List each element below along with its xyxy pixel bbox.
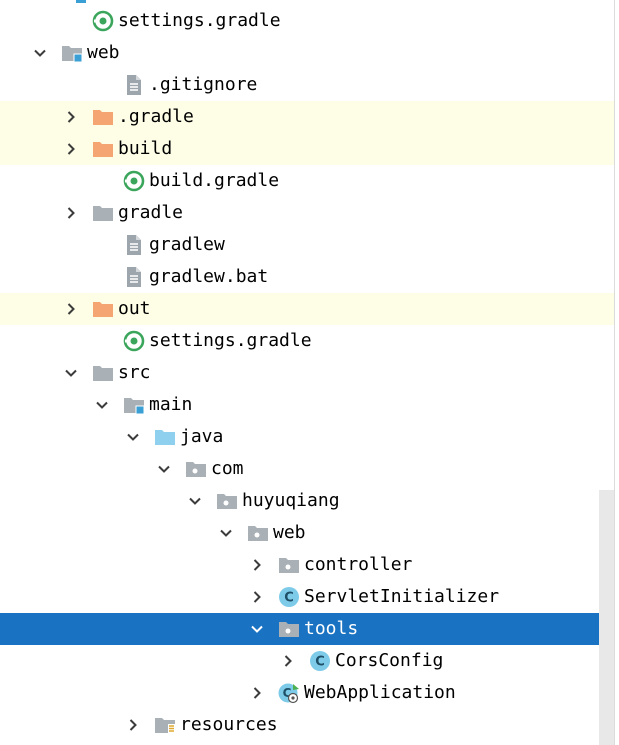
tree-row-tools[interactable]: tools <box>0 613 614 645</box>
module-marker <box>76 0 86 3</box>
tree-row-corsconfig[interactable]: C CorsConfig <box>0 645 614 677</box>
text-file-icon <box>123 234 145 256</box>
class-icon: C <box>309 650 331 672</box>
tree-row-gradlew-bat[interactable]: gradlew.bat <box>0 261 614 293</box>
package-icon <box>278 554 300 576</box>
tree-item-label: com <box>211 458 244 479</box>
tree-row-web[interactable]: web <box>0 37 614 69</box>
chevron-spacer <box>93 236 111 254</box>
excluded-folder-icon <box>92 298 114 320</box>
tree-row-webapplication[interactable]: C WebApplication <box>0 677 614 709</box>
folder-icon <box>92 202 114 224</box>
chevron-right-icon[interactable] <box>248 588 266 606</box>
gradle-icon <box>123 170 145 192</box>
tree-item-label: settings.gradle <box>118 10 281 31</box>
chevron-right-icon[interactable] <box>62 140 80 158</box>
tree-row-gradlew[interactable]: gradlew <box>0 229 614 261</box>
tree-item-label: ServletInitializer <box>304 586 500 607</box>
tree-item-label: tools <box>304 618 359 639</box>
tree-item-label: controller <box>304 554 413 575</box>
chevron-down-icon[interactable] <box>62 364 80 382</box>
gradle-icon <box>92 10 114 32</box>
chevron-spacer <box>93 332 111 350</box>
tree-row-build[interactable]: build <box>0 133 614 165</box>
chevron-down-icon[interactable] <box>155 460 173 478</box>
tree-item-label: settings.gradle <box>149 330 312 351</box>
chevron-right-icon[interactable] <box>279 652 297 670</box>
tree-item-label: main <box>149 394 193 415</box>
tree-item-label: web <box>273 522 306 543</box>
chevron-spacer <box>62 12 80 30</box>
tree-item-label: src <box>118 362 151 383</box>
chevron-spacer <box>93 172 111 190</box>
svg-text:C: C <box>283 686 292 700</box>
chevron-spacer <box>93 76 111 94</box>
package-icon <box>185 458 207 480</box>
chevron-right-icon[interactable] <box>62 108 80 126</box>
tree-item-label: java <box>180 426 224 447</box>
excluded-folder-icon <box>92 138 114 160</box>
tree-row-settings-gradle[interactable]: settings.gradle <box>0 5 614 37</box>
package-icon <box>278 618 300 640</box>
module-folder-icon <box>123 394 145 416</box>
chevron-down-icon[interactable] <box>124 428 142 446</box>
tree-item-label: resources <box>180 714 278 735</box>
vertical-scrollbar[interactable] <box>599 490 614 745</box>
svg-text:C: C <box>284 591 294 606</box>
tree-item-label: build.gradle <box>149 170 280 191</box>
tree-row-controller[interactable]: controller <box>0 549 614 581</box>
tree-row-gradle[interactable]: gradle <box>0 197 614 229</box>
tree-row-web[interactable]: web <box>0 517 614 549</box>
chevron-down-icon[interactable] <box>186 492 204 510</box>
panel-border <box>614 0 615 745</box>
tree-item-label: gradlew.bat <box>149 266 269 287</box>
tree-item-label: .gradle <box>118 106 194 127</box>
tree-item-label: out <box>118 298 151 319</box>
tree-row-out[interactable]: out <box>0 293 614 325</box>
resources-folder-icon <box>154 714 176 736</box>
tree-item-label: gradle <box>118 202 184 223</box>
tree-row-servletinitializer[interactable]: C ServletInitializer <box>0 581 614 613</box>
spring-class-icon: C <box>278 682 300 704</box>
chevron-right-icon[interactable] <box>248 556 266 574</box>
package-icon <box>247 522 269 544</box>
tree-row-com[interactable]: com <box>0 453 614 485</box>
tree-item-label: web <box>87 42 120 63</box>
tree-row-main[interactable]: main <box>0 389 614 421</box>
package-icon <box>216 490 238 512</box>
chevron-right-icon[interactable] <box>62 204 80 222</box>
tree-row-src[interactable]: src <box>0 357 614 389</box>
class-icon: C <box>278 586 300 608</box>
text-file-icon <box>123 266 145 288</box>
tree-row-gitignore[interactable]: .gitignore <box>0 69 614 101</box>
chevron-right-icon[interactable] <box>248 684 266 702</box>
tree-item-label: build <box>118 138 173 159</box>
tree-item-label: .gitignore <box>149 74 258 95</box>
chevron-right-icon[interactable] <box>62 300 80 318</box>
module-folder-icon <box>61 42 83 64</box>
tree-item-label: huyuqiang <box>242 490 340 511</box>
tree-item-label: WebApplication <box>304 682 456 703</box>
chevron-spacer <box>93 268 111 286</box>
text-file-icon <box>123 74 145 96</box>
svg-text:C: C <box>315 655 325 670</box>
tree-item-label: CorsConfig <box>335 650 444 671</box>
tree-row-huyuqiang[interactable]: huyuqiang <box>0 485 614 517</box>
tree-row-settings-gradle[interactable]: settings.gradle <box>0 325 614 357</box>
chevron-down-icon[interactable] <box>217 524 235 542</box>
chevron-down-icon[interactable] <box>248 620 266 638</box>
chevron-down-icon[interactable] <box>31 44 49 62</box>
tree-row-gradle[interactable]: .gradle <box>0 101 614 133</box>
excluded-folder-icon <box>92 106 114 128</box>
tree-item-label: gradlew <box>149 234 225 255</box>
source-folder-icon <box>154 426 176 448</box>
chevron-down-icon[interactable] <box>93 396 111 414</box>
gradle-icon <box>123 330 145 352</box>
tree-row-build-gradle[interactable]: build.gradle <box>0 165 614 197</box>
tree-row-java[interactable]: java <box>0 421 614 453</box>
tree-row-resources[interactable]: resources <box>0 709 614 741</box>
chevron-right-icon[interactable] <box>124 716 142 734</box>
folder-icon <box>92 362 114 384</box>
